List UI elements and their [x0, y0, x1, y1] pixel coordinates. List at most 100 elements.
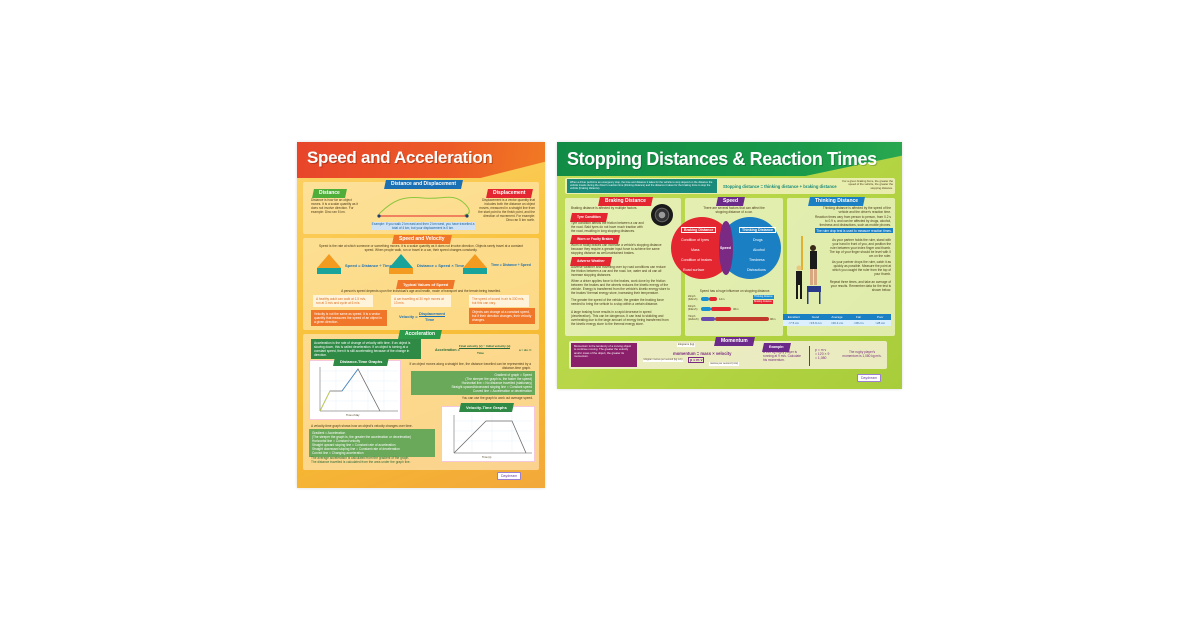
- brand-logo: Daydream: [497, 472, 522, 480]
- section-heading: Distance and Displacement: [384, 180, 463, 189]
- bar-total: 96m: [770, 317, 776, 321]
- poster-title: Speed and Acceleration: [307, 148, 493, 167]
- time-triangle-icon: [463, 254, 487, 268]
- stopping-equation: Stopping distance = thinking distance + …: [723, 184, 837, 189]
- table-cell: <7.5 cm: [783, 320, 805, 326]
- table-header: Poor: [869, 314, 891, 320]
- dt-notes-box: Gradient of graph = Speed (The steeper t…: [411, 371, 535, 395]
- venn-right-item: Drugs: [753, 238, 763, 242]
- thinking-bar: [701, 317, 715, 321]
- bar-total: 36m: [733, 307, 739, 311]
- subsection-text: Adverse weather and travelling over icy …: [571, 265, 666, 277]
- bar-caption: Speed has a huge influence on stopping d…: [699, 289, 771, 293]
- braking-bar: [709, 297, 717, 301]
- intro-text: When a driver performs an emergency stop…: [567, 179, 717, 193]
- poster-stopping-distances: Stopping Distances & Reaction Times When…: [557, 142, 902, 389]
- typical-intro: A person's speed depends upon the indivi…: [341, 289, 501, 293]
- momentum-formula: momentum = mass × velocity: [673, 351, 732, 356]
- mass-unit-label: kilograms (kg): [677, 343, 696, 347]
- example-text: A 120 kg rugby player is running at 9 m/…: [763, 350, 801, 362]
- distance-time-plot: [319, 367, 398, 412]
- section-heading: Speed and Velocity: [392, 235, 452, 244]
- dt-notes-intro: If an object moves along a straight line…: [409, 362, 531, 370]
- velocity-note: Objects can change at a constant speed, …: [469, 308, 535, 324]
- table-cell: <28 cm: [847, 320, 870, 326]
- venn-center: Speed: [720, 246, 731, 250]
- venn-left-title: Braking Distance: [681, 227, 717, 233]
- vt-footer: The average acceleration is calculated f…: [311, 456, 410, 460]
- momentum-definition: Momentum is the tendency of a moving obj…: [571, 343, 637, 367]
- table-header: Fair: [847, 314, 870, 320]
- braking-paragraph: The greater the speed of the vehicle, th…: [571, 298, 664, 306]
- velocity-formula-lhs: Velocity =: [399, 314, 418, 319]
- typical-value: A healthy adult can walk at 1.5 m/s, run…: [313, 295, 373, 307]
- venn-overlap: [719, 221, 733, 275]
- thinking-reaction: Reaction times vary from person to perso…: [815, 215, 891, 227]
- vt-footer: The distance travelled is calculated fro…: [311, 460, 411, 464]
- speed-formula: Speed = Distance ÷ Time: [345, 263, 392, 268]
- example-calc: p = m v = 120 × 9 = 1,080: [815, 348, 830, 360]
- vt-intro: A velocity-time graph shows how an objec…: [311, 424, 413, 428]
- speed-intro: Speed is the rate at which someone or so…: [319, 244, 523, 252]
- acceleration-intro: Acceleration is the rate of change of ve…: [311, 339, 421, 359]
- table-header: Excellent: [783, 314, 805, 320]
- equation-note: For a given braking force, the greater t…: [842, 179, 893, 190]
- tyre-icon: [651, 204, 673, 226]
- subsection-text: Worn or faulty brakes can increase a veh…: [571, 243, 662, 255]
- distance-text: Distance is how far an object moves. It …: [311, 198, 358, 214]
- speed-triangle-icon: [317, 254, 341, 268]
- braking-paragraph: When a driver applies force to the brake…: [571, 279, 670, 295]
- velocity-text: Velocity is not the same as speed. It is…: [311, 310, 387, 326]
- legend-braking: Braking distance: [753, 300, 773, 304]
- bar-label: 40mph (64km/h): [688, 305, 698, 311]
- thinking-intro: Thinking distance is affected by the spe…: [822, 206, 891, 214]
- venn-right-item: Distractions: [747, 268, 766, 272]
- velocity-time-graph: Velocity-Time Graphs Time (s): [441, 403, 535, 462]
- ruler-drop-illustration: [796, 236, 821, 304]
- acceleration-formula-num: Final velocity (v) − Initial velocity (u…: [459, 344, 511, 349]
- speed-intro: There are several factors that can affec…: [703, 206, 765, 214]
- momentum-formula-symbolic: p = m v: [688, 357, 705, 363]
- ruler-tag: The ruler drop test is used to measure r…: [815, 228, 893, 233]
- table-header: Average: [826, 314, 848, 320]
- typical-speeds-tag: Typical Values of Speed: [396, 280, 456, 289]
- typical-value: The speed of sound in air is 330 m/s, bu…: [469, 295, 529, 307]
- venn-right-title: Thinking Distance: [739, 227, 776, 233]
- ruler-step: Repeat three times, and take an average …: [829, 280, 891, 292]
- venn-left-item: Condition of tyres: [681, 238, 709, 242]
- distance-triangle-icon: [389, 254, 413, 268]
- brand-logo: Daydream: [857, 374, 882, 382]
- ruler-step: As your partner drops the ruler, catch i…: [831, 260, 891, 276]
- thinking-panel: [787, 198, 895, 336]
- typical-value: A car travelling at 30 mph moves at 13 m…: [391, 295, 451, 307]
- section-heading: Momentum: [714, 337, 755, 346]
- table-cell: <20.4 cm: [826, 320, 848, 326]
- acceleration-formula-den: Time: [477, 351, 484, 355]
- distance-formula: Distance = Speed × Time: [417, 263, 465, 268]
- displacement-text: Displacement is a vector quantity that i…: [478, 198, 535, 222]
- poster-speed-and-acceleration: Speed and Acceleration Distance and Disp…: [297, 142, 545, 488]
- braking-bar: [711, 307, 731, 311]
- velocity-formula-num: Displacement: [419, 311, 446, 317]
- section-heading: Braking Distance: [598, 197, 653, 206]
- distance-path-diagram: [377, 196, 470, 218]
- acceleration-formula-symbolic: a = Δv / t: [519, 348, 532, 352]
- reaction-results-table: Excellent Good Average Fair Poor <7.5 cm…: [783, 314, 891, 326]
- velocity-unit-label: metres per second (m/s): [709, 362, 740, 366]
- subsection-text: Tyre condition affects the friction betw…: [571, 221, 644, 233]
- table-header: Good: [804, 314, 827, 320]
- braking-intro: Braking distance is affected by multiple…: [571, 206, 638, 210]
- legend-thinking: Thinking distance: [753, 295, 774, 299]
- section-heading: Speed: [716, 197, 745, 206]
- braking-paragraph: A large braking force results in a rapid…: [571, 310, 669, 326]
- displacement-example: Example: If you walk 2 km east and then …: [371, 222, 475, 230]
- displacement-tag: Displacement: [486, 189, 533, 198]
- velocity-time-plot: [453, 415, 532, 454]
- section-heading: Acceleration: [398, 330, 442, 339]
- dt-note-footer: You can use the graph to work out averag…: [461, 396, 533, 400]
- venn-left-item: Road surface: [683, 268, 705, 272]
- time-formula: Time = Distance ÷ Speed: [491, 263, 531, 267]
- graph-xlabel: Time (s): [482, 456, 492, 459]
- section-heading: Thinking Distance: [808, 197, 866, 206]
- venn-right-item: Alcohol: [753, 248, 765, 252]
